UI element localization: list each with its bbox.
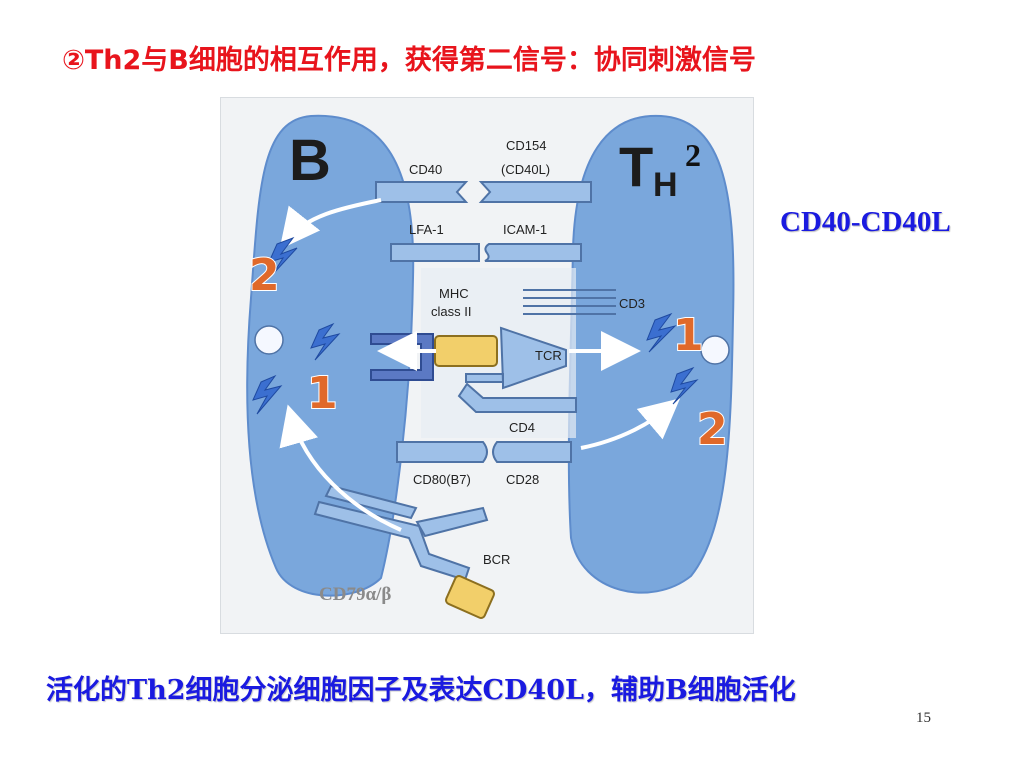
bcr-receptor: [313, 484, 489, 582]
page-number: 15: [916, 710, 931, 726]
cd28-label: CD28: [506, 472, 539, 487]
lfa1-icam1-pair: [390, 243, 582, 262]
cd3-complex: [523, 289, 616, 315]
t-signal-2-number: 2: [697, 404, 728, 455]
th-cell-nucleus: [700, 335, 730, 365]
th2-number: 2: [685, 137, 701, 173]
cd79-label: CD79α/β: [319, 584, 391, 605]
th-cell-subscript: H: [653, 166, 678, 204]
b-th2-interaction-diagram: B T H 2 CD40 CD154 (CD40L) LFA-1 ICAM-1 …: [220, 97, 754, 634]
cd40-cd40l-label: CD40-CD40L: [780, 206, 951, 238]
cd154-label: CD154: [506, 138, 546, 153]
peptide-antigen: [434, 335, 498, 367]
lfa1-label: LFA-1: [409, 222, 444, 237]
diagram-canvas: B T H 2 CD40 CD154 (CD40L) LFA-1 ICAM-1 …: [246, 114, 735, 619]
th-cell-label: T: [619, 135, 653, 198]
tcr-receptor: [465, 326, 567, 390]
slide-title: ②Th2与B细胞的相互作用，获得第二信号：协同刺激信号: [62, 45, 756, 76]
cd4-coreceptor: [457, 382, 577, 413]
cd40-cd154-pair: [375, 181, 592, 203]
b-signal-1-number: 1: [307, 368, 338, 419]
th2-cell-body: [567, 114, 735, 594]
cd4-label: CD4: [509, 420, 535, 435]
cd80-label: CD80(B7): [413, 472, 471, 487]
lightning-bolts: [252, 236, 699, 415]
mhc-label: MHC: [439, 286, 469, 301]
cd80-cd28-pair: [396, 441, 572, 463]
bcr-label: BCR: [483, 552, 510, 567]
tcr-label: TCR: [535, 348, 562, 363]
cd3-label: CD3: [619, 296, 645, 311]
slide-caption: 活化的Th2细胞分泌细胞因子及表达CD40L，辅助B细胞活化: [46, 675, 796, 706]
signal-arrows: [279, 198, 681, 532]
cd40l-label: (CD40L): [501, 162, 550, 177]
cd40-label: CD40: [409, 162, 442, 177]
mhc-class-label: class II: [431, 304, 471, 319]
icam1-label: ICAM-1: [503, 222, 547, 237]
b-cell-label: B: [289, 128, 331, 193]
t-signal-1-number: 1: [673, 310, 704, 361]
b-signal-2-number: 2: [249, 250, 280, 301]
b-cell-nucleus: [254, 325, 284, 355]
bcr-antigen: [444, 575, 496, 619]
